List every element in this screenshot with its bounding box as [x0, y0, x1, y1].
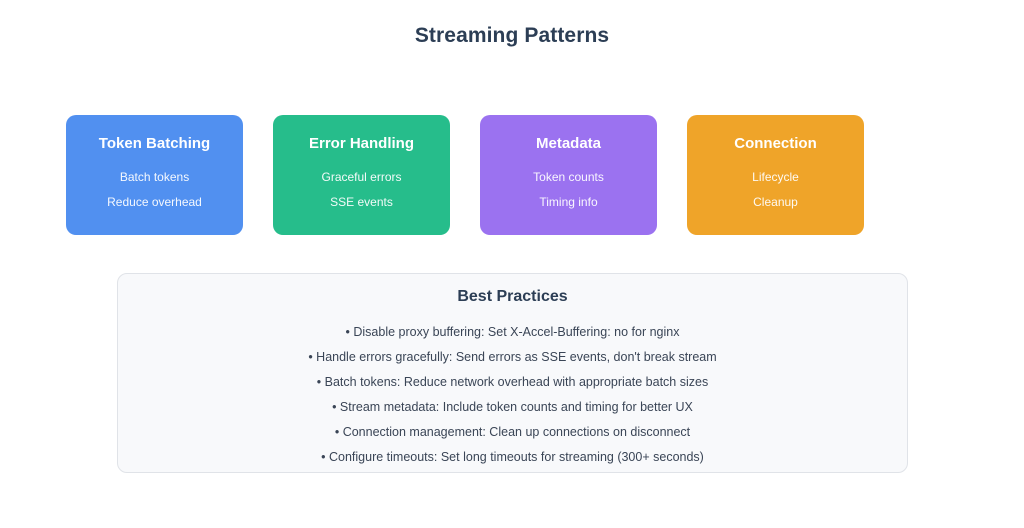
pattern-card-error-handling[interactable]: Error Handling Graceful errors SSE event… [273, 115, 450, 235]
pattern-card-line-2: Timing info [539, 195, 598, 209]
list-item: • Handle errors gracefully: Send errors … [308, 350, 717, 364]
pattern-card-line-1: Graceful errors [321, 170, 402, 184]
pattern-card-title: Token Batching [98, 135, 211, 152]
pattern-card-line-2: SSE events [330, 195, 393, 209]
pattern-card-line-1: Lifecycle [752, 170, 799, 184]
list-item: • Connection management: Clean up connec… [334, 425, 691, 439]
pattern-card-line-1: Token counts [533, 170, 604, 184]
pattern-card-line-2: Reduce overhead [107, 195, 202, 209]
pattern-card-title: Connection [734, 135, 817, 152]
best-practices-title: Best Practices [457, 288, 568, 305]
pattern-card-metadata[interactable]: Metadata Token counts Timing info [480, 115, 657, 235]
pattern-card-title: Error Handling [308, 135, 414, 152]
page-title: Streaming Patterns [414, 24, 610, 47]
pattern-card-line-1: Batch tokens [119, 170, 190, 184]
pattern-card-token-batching[interactable]: Token Batching Batch tokens Reduce overh… [66, 115, 243, 235]
pattern-cards-row: Token Batching Batch tokens Reduce overh… [66, 115, 958, 235]
pattern-card-title: Metadata [535, 135, 602, 152]
list-item: • Disable proxy buffering: Set X-Accel-B… [345, 325, 680, 339]
pattern-card-line-2: Cleanup [753, 195, 798, 209]
best-practices-panel: Best Practices • Disable proxy buffering… [117, 273, 908, 473]
best-practices-list: • Disable proxy buffering: Set X-Accel-B… [118, 320, 907, 470]
list-item: • Stream metadata: Include token counts … [332, 400, 693, 414]
pattern-card-connection[interactable]: Connection Lifecycle Cleanup [687, 115, 864, 235]
list-item: • Configure timeouts: Set long timeouts … [321, 450, 704, 464]
list-item: • Batch tokens: Reduce network overhead … [316, 375, 709, 389]
